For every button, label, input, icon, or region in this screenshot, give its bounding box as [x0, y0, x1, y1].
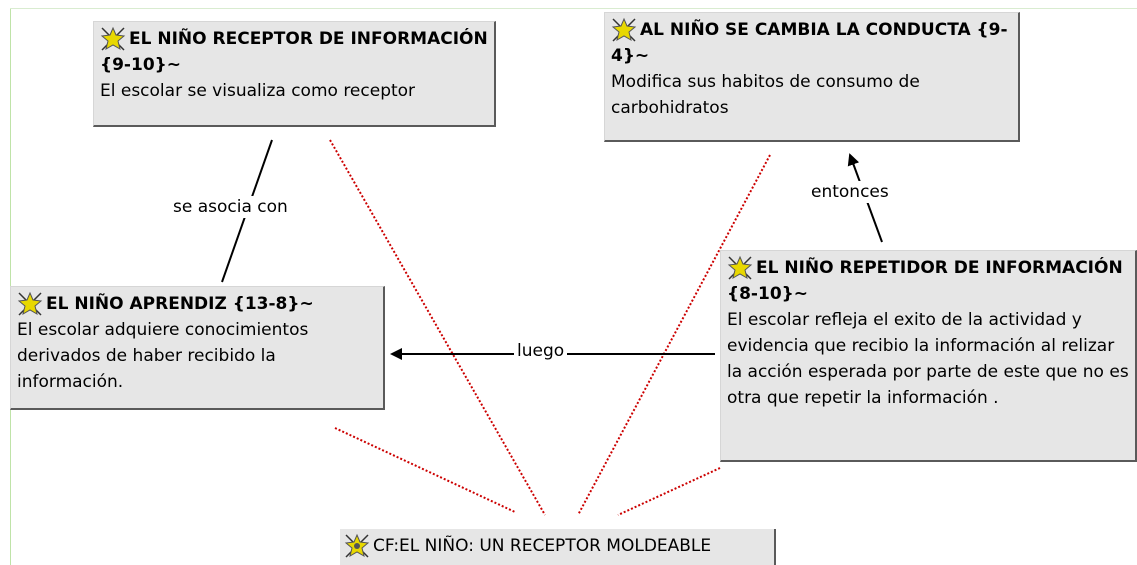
concept-description: Modifica sus habitos de consumo de carbo…	[611, 72, 920, 118]
relation-line-conducta-root	[577, 154, 771, 516]
concept-icon	[611, 17, 637, 43]
concept-node-aprendiz[interactable]: EL NIÑO APRENDIZ {13-8}~ El escolar adqu…	[10, 286, 385, 410]
link-label-asocia: se asocia con	[170, 196, 291, 218]
concept-icon	[100, 26, 126, 52]
concept-node-repetidor[interactable]: EL NIÑO REPETIDOR DE INFORMACIÓN {8-10}~…	[720, 250, 1137, 462]
concept-node-receptor[interactable]: EL NIÑO RECEPTOR DE INFORMACIÓN {9-10}~ …	[93, 21, 496, 127]
root-concept-node[interactable]: CF:EL NIÑO: UN RECEPTOR MOLDEABLE	[340, 529, 776, 565]
relation-line-repetidor-root	[617, 467, 721, 516]
concept-description: El escolar refleja el exito de la activi…	[727, 310, 1129, 408]
concept-description: El escolar se visualiza como receptor	[100, 81, 416, 101]
concept-title: EL NIÑO RECEPTOR DE INFORMACIÓN {9-10}~	[100, 29, 488, 75]
concept-description: El escolar adquiere conocimientos deriva…	[17, 320, 309, 392]
relation-line-aprendiz-root	[334, 427, 516, 513]
root-concept-icon	[344, 533, 370, 559]
concept-title: EL NIÑO REPETIDOR DE INFORMACIÓN {8-10}~	[727, 258, 1123, 304]
concept-node-conducta[interactable]: AL NIÑO SE CAMBIA LA CONDUCTA {9-4}~ Mod…	[604, 12, 1020, 142]
concept-icon	[17, 291, 43, 317]
concept-title: AL NIÑO SE CAMBIA LA CONDUCTA {9-4}~	[611, 20, 1008, 66]
relation-line-receptor-root	[329, 139, 546, 516]
concept-icon	[727, 255, 753, 281]
concept-title: EL NIÑO APRENDIZ {13-8}~	[46, 294, 314, 314]
frame-border-top	[10, 8, 1137, 9]
link-label-luego: luego	[514, 340, 568, 362]
link-label-entonces: entonces	[808, 181, 892, 203]
root-concept-label: CF:EL NIÑO: UN RECEPTOR MOLDEABLE	[373, 536, 712, 556]
